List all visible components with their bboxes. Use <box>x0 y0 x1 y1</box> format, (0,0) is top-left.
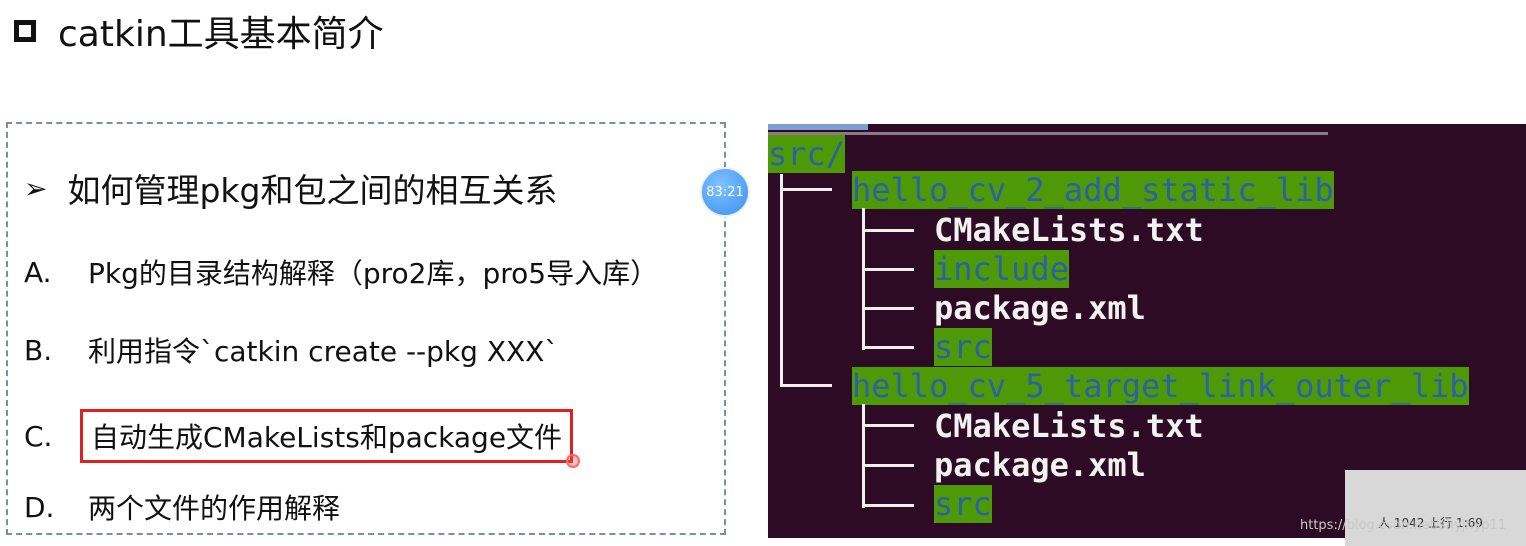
tree-file-item: CMakeLists.txt <box>934 212 1204 248</box>
list-item-text: 利用指令`catkin create --pkg XXX` <box>88 335 559 368</box>
slide-title: catkin工具基本简介 <box>14 6 384 56</box>
tree-dir-item: hello_cv_2_add_static_lib <box>852 171 1334 209</box>
terminal-selection <box>768 124 868 130</box>
tree-branch-line <box>862 208 865 350</box>
dir-label: src <box>934 328 992 366</box>
tree-branch-line <box>862 404 865 508</box>
list-heading-text: 如何管理pkg和包之间的相互关系 <box>67 171 558 210</box>
list-heading: ➢ 如何管理pkg和包之间的相互关系 <box>24 164 557 212</box>
tree-dir-item: hello_cv_5_target_link_outer_lib <box>852 367 1469 405</box>
tree-branch-line <box>862 229 914 232</box>
list-item-letter: A. <box>24 255 52 289</box>
list-item: A. Pkg的目录结构解释（pro2库，pro5导入库） <box>24 252 658 292</box>
tree-branch-line <box>780 384 832 387</box>
dir-label: src/ <box>768 135 846 173</box>
tree-file-item: CMakeLists.txt <box>934 408 1204 444</box>
video-timestamp-badge[interactable]: 83:21 <box>700 167 750 217</box>
list-item-letter: C. <box>24 419 53 453</box>
outline-panel: ➢ 如何管理pkg和包之间的相互关系 A. Pkg的目录结构解释（pro2库，p… <box>6 122 726 535</box>
title-text: catkin工具基本简介 <box>58 14 384 55</box>
terminal-window: src/ hello_cv_2_add_static_lib CMakeList… <box>768 124 1526 538</box>
tree-branch-line <box>862 268 914 271</box>
file-label: CMakeLists.txt <box>934 407 1204 445</box>
list-item: D. 两个文件的作用解释 <box>24 487 340 527</box>
list-item-text: Pkg的目录结构解释（pro2库，pro5导入库） <box>88 257 659 290</box>
list-item: C. 自动生成CMakeLists和package文件 <box>24 409 574 463</box>
tree-branch-line <box>862 346 914 349</box>
list-item-text: 两个文件的作用解释 <box>88 492 341 525</box>
video-timestamp: 83:21 <box>706 184 744 200</box>
tree-file-item: package.xml <box>934 447 1146 483</box>
file-label: CMakeLists.txt <box>934 211 1204 249</box>
highlighted-list-item-text: 自动生成CMakeLists和package文件 <box>80 409 574 463</box>
tree-dir-item: include <box>934 250 1069 288</box>
laser-pointer-icon <box>566 454 580 468</box>
tree-branch-line <box>862 307 914 310</box>
file-label: package.xml <box>934 289 1146 327</box>
dir-label: include <box>934 250 1069 288</box>
tree-branch-line <box>862 464 914 467</box>
status-text: 人 1042 上行 1:69 <box>1378 516 1483 530</box>
dir-label: hello_cv_5_target_link_outer_lib <box>852 367 1469 405</box>
tree-branch-line <box>780 188 832 191</box>
dir-label: src <box>934 485 992 523</box>
tree-dir-item: src <box>934 328 992 366</box>
terminal-scrolled-line <box>768 124 1328 135</box>
tree-branch-line <box>862 504 914 507</box>
list-item-letter: D. <box>24 490 55 524</box>
editor-status-bar <box>1345 470 1526 546</box>
file-label: package.xml <box>934 446 1146 484</box>
tree-branch-line <box>780 174 783 386</box>
tree-dir-item: src <box>934 485 992 523</box>
tree-file-item: package.xml <box>934 290 1146 326</box>
list-item-letter: B. <box>24 333 53 367</box>
tree-root: src/ <box>768 135 846 173</box>
square-bullet-icon <box>14 20 36 42</box>
list-item: B. 利用指令`catkin create --pkg XXX` <box>24 330 558 370</box>
arrow-bullet-icon: ➢ <box>24 171 48 205</box>
dir-label: hello_cv_2_add_static_lib <box>852 171 1334 209</box>
tree-branch-line <box>862 424 914 427</box>
watermark: https://blog.csdn.net/shyjhyp11 <box>1300 518 1507 533</box>
